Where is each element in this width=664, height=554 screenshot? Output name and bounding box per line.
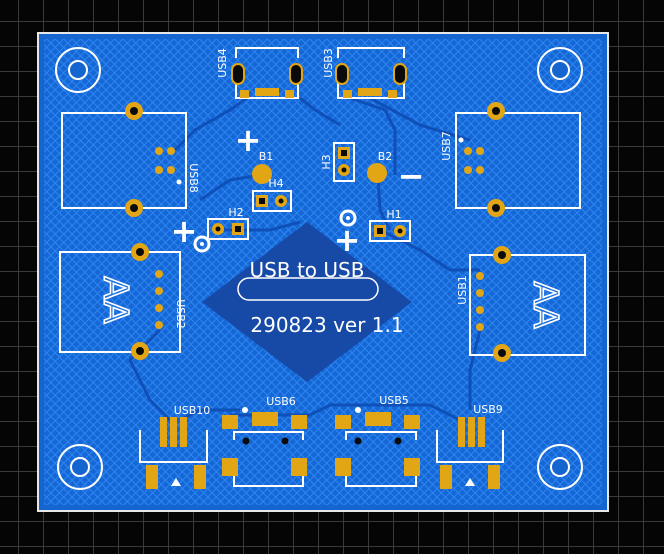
polarity-dot-left	[193, 235, 211, 253]
title-frame	[237, 277, 379, 301]
usb10-footprint	[139, 417, 208, 489]
usb2-footprint	[59, 243, 181, 360]
usb2-label: USB2	[174, 299, 187, 329]
b2-pad	[367, 163, 387, 183]
h2-header	[207, 218, 249, 240]
h1-header	[369, 220, 411, 242]
mounting-hole-br	[537, 444, 583, 490]
polarity-dot-right	[339, 209, 357, 227]
usb1-label: USB1	[456, 275, 469, 305]
usb8-label: USB8	[187, 163, 200, 193]
usb7-label: USB7	[440, 131, 453, 161]
board-version: 290823 ver 1.1	[250, 313, 403, 337]
usb1-footprint	[469, 246, 586, 362]
usb9-footprint	[436, 417, 504, 489]
usb5-label: USB5	[379, 394, 409, 407]
plus-mark-left: +	[171, 212, 198, 250]
traces	[128, 96, 482, 422]
b2-label: B2	[378, 150, 393, 163]
board-subtitle: currentRanger	[258, 283, 359, 299]
h2-label: H2	[228, 206, 243, 219]
h4-label: H4	[268, 177, 283, 190]
h3-header	[333, 142, 355, 182]
h4-header	[252, 190, 292, 212]
usb6-label: USB6	[266, 395, 296, 408]
mounting-hole-bl	[57, 444, 103, 490]
board-title: USB to USB	[250, 258, 365, 282]
center-diamond	[202, 222, 412, 382]
usb7-footprint	[455, 102, 581, 217]
type-a-mark-right: AA	[525, 281, 565, 328]
minus-mark-b2: −	[398, 157, 425, 195]
usb6-footprint	[222, 407, 307, 487]
usb5-footprint	[335, 407, 420, 487]
h1-label: H1	[386, 208, 401, 221]
usb3-footprint	[335, 47, 407, 99]
usb10-label: USB10	[174, 404, 211, 417]
mounting-hole-tl	[55, 47, 101, 93]
b1-pad	[252, 164, 272, 184]
usb4-label: USB4	[216, 48, 229, 78]
usb4-footprint	[231, 47, 303, 99]
mounting-hole-tr	[537, 47, 583, 93]
h3-label: H3	[320, 154, 333, 169]
usb8-footprint	[61, 102, 187, 217]
usb3-label: USB3	[322, 48, 335, 78]
plus-mark-b1: +	[235, 121, 262, 159]
b1-label: B1	[259, 150, 274, 163]
mounting-holes	[55, 47, 583, 490]
type-a-mark-left: AA	[95, 276, 135, 323]
plus-mark-center: +	[334, 221, 361, 259]
usb9-label: USB9	[473, 403, 503, 416]
